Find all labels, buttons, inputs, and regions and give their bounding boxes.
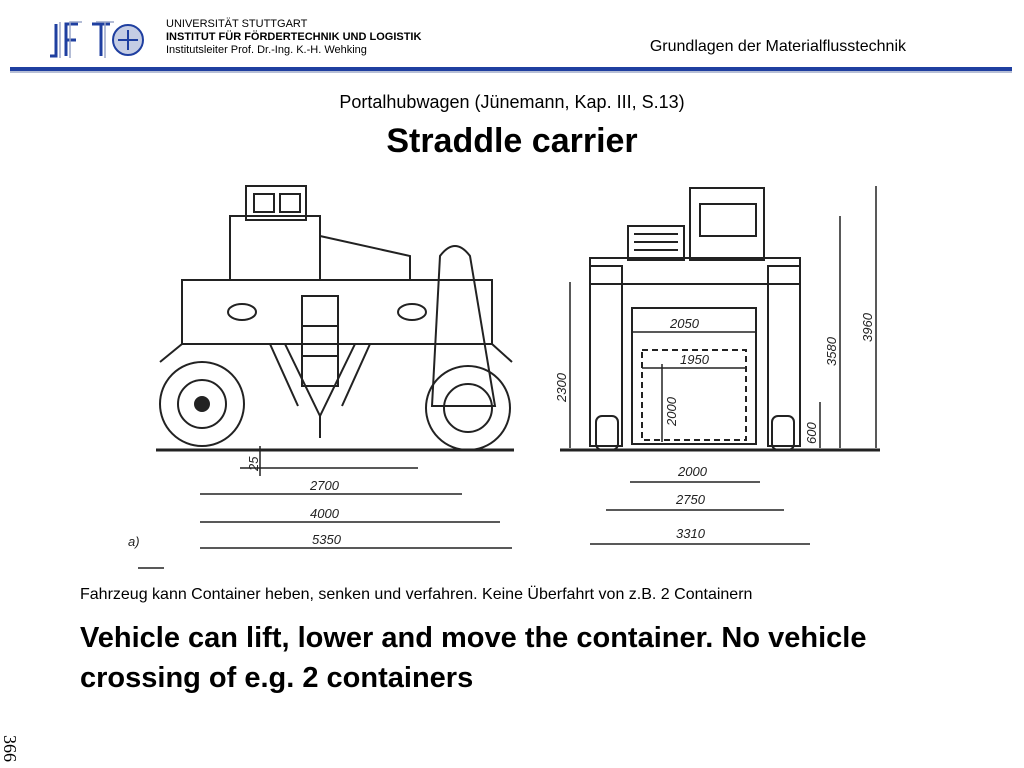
dim-front-2750: 2750 (675, 492, 706, 507)
straddle-carrier-drawing: 25 2700 4000 5350 a) (128, 185, 880, 569)
slide-subtitle: Portalhubwagen (Jünemann, Kap. III, S.13… (339, 92, 685, 112)
course-title: Grundlagen der Materialflusstechnik (649, 38, 906, 55)
dim-front-2000-height: 2000 (664, 396, 679, 427)
dim-front-3960: 3960 (860, 312, 875, 342)
view-label-a: a) (128, 534, 140, 549)
caption-english: Vehicle can lift, lower and move the con… (80, 622, 867, 694)
university-name: UNIVERSITÄT STUTTGART (166, 18, 308, 30)
dim-front-3310: 3310 (676, 526, 706, 541)
institute-name: INSTITUT FÜR FÖRDERTECHNIK UND LOGISTIK (166, 31, 422, 43)
front-view (560, 187, 880, 452)
dim-front-2300: 2300 (554, 372, 569, 403)
institute-block: UNIVERSITÄT STUTTGART INSTITUT FÜR FÖRDE… (166, 18, 421, 57)
dim-side-5350: 5350 (312, 532, 342, 547)
dim-front-2000-width: 2000 (677, 464, 708, 479)
dim-side-2700: 2700 (309, 478, 340, 493)
header-divider-shadow (10, 71, 1012, 73)
page-number: 366 (0, 735, 20, 762)
slide-title: Straddle carrier (386, 122, 638, 160)
slide-header: UNIVERSITÄT STUTTGART INSTITUT FÜR FÖRDE… (0, 0, 1024, 74)
dim-side-4000: 4000 (310, 506, 340, 521)
side-view (156, 185, 514, 452)
caption-german: Fahrzeug kann Container heben, senken un… (80, 586, 753, 603)
dim-front-1950: 1950 (680, 352, 710, 367)
header-divider (10, 67, 1012, 71)
dim-front-3580: 3580 (824, 336, 839, 366)
dim-front-2050: 2050 (669, 316, 700, 331)
institute-director: Institutsleiter Prof. Dr.-Ing. K.-H. Weh… (166, 44, 367, 56)
side-dimensions (138, 446, 512, 569)
front-dimensions (569, 186, 877, 545)
dim-front-600: 600 (804, 422, 819, 444)
dim-side-25: 25 (246, 456, 261, 472)
ift-logo-icon (50, 21, 144, 58)
